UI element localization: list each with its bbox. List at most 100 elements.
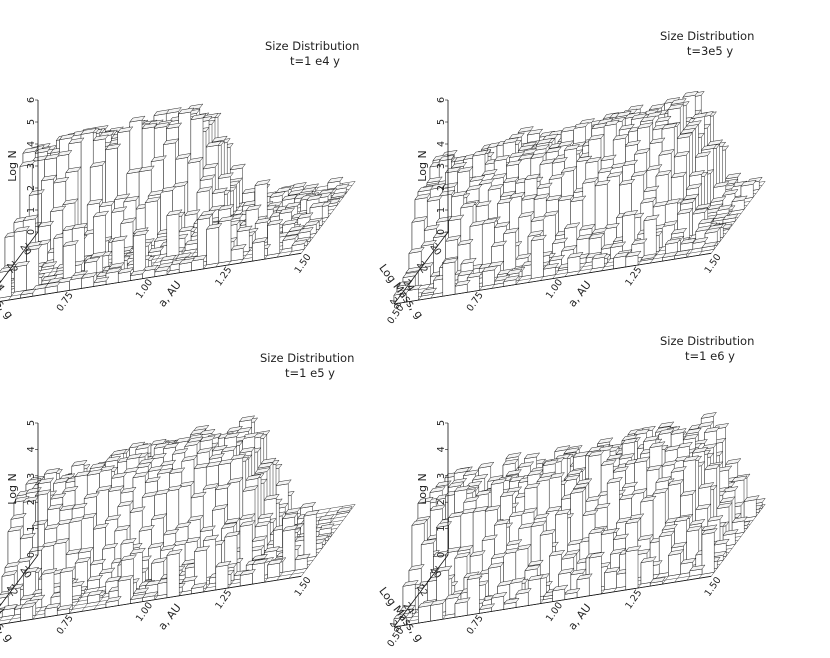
bar xyxy=(13,260,31,293)
x-tick-label: 0.75 xyxy=(465,613,486,637)
y-tick-label: 24 xyxy=(0,277,6,293)
bars xyxy=(393,412,766,628)
x-tick-label: 0.50 xyxy=(385,303,406,327)
x-tick-label: 1.25 xyxy=(213,265,234,289)
x-tick-label: 1.00 xyxy=(134,600,155,624)
z-axis-label: Log N xyxy=(416,150,429,181)
bar xyxy=(178,257,195,274)
bar xyxy=(282,524,299,573)
bar xyxy=(206,223,223,266)
z-axis-label: Log N xyxy=(6,473,19,504)
z-tick-label: 3 xyxy=(26,163,37,169)
bars xyxy=(0,415,353,622)
bar xyxy=(567,251,584,274)
chart-title: Size Distribution xyxy=(660,334,754,348)
bar xyxy=(291,239,308,252)
bar xyxy=(117,267,134,284)
bar xyxy=(218,215,235,264)
z-tick-label: 6 xyxy=(436,97,447,103)
z-tick-label: 0 xyxy=(436,552,447,558)
bar xyxy=(117,574,134,607)
bar xyxy=(0,607,6,618)
z-tick-label: 1 xyxy=(26,207,37,213)
bar xyxy=(1,603,18,618)
z-axis-label: Log N xyxy=(416,473,429,504)
x-tick-label: 1.25 xyxy=(623,588,644,612)
x-tick-label: 0.75 xyxy=(55,613,76,637)
z-tick-label: 5 xyxy=(436,119,447,125)
bar xyxy=(661,251,679,262)
chart-subtitle: t=1 e4 y xyxy=(290,54,340,68)
bar xyxy=(303,509,320,559)
x-axis-label: a, AU xyxy=(566,601,594,632)
chart-subtitle: t=1 e5 y xyxy=(285,366,335,380)
bar xyxy=(481,265,499,288)
z-tick-label: 3 xyxy=(26,473,37,479)
bar xyxy=(132,229,150,278)
z-tick-label: 4 xyxy=(26,446,37,452)
x-axis-label: a, AU xyxy=(156,278,184,309)
bar xyxy=(105,596,122,609)
bar xyxy=(282,218,299,236)
bar xyxy=(609,241,627,260)
bar xyxy=(442,257,459,297)
chart-title: Size Distribution xyxy=(260,351,354,365)
bar xyxy=(251,236,269,262)
x-tick-label: 1.50 xyxy=(703,252,724,276)
bar xyxy=(92,210,110,260)
x-tick-label: 1.00 xyxy=(544,600,565,624)
bar xyxy=(267,558,284,579)
bar xyxy=(0,284,3,289)
bar xyxy=(294,553,311,571)
z-tick-label: 4 xyxy=(436,141,447,147)
z-tick-label: 5 xyxy=(26,420,37,426)
bar xyxy=(166,549,183,599)
chart-title: Size Distribution xyxy=(660,29,754,43)
x-tick-label: 0.75 xyxy=(55,290,76,314)
bar xyxy=(503,227,520,274)
bar xyxy=(640,253,657,262)
bar xyxy=(454,279,471,295)
z-tick-label: 0 xyxy=(26,552,37,558)
x-tick-label: 1.50 xyxy=(293,252,314,276)
bar xyxy=(613,251,630,270)
bars xyxy=(0,103,350,299)
bar xyxy=(166,209,183,262)
x-tick-label: 1.25 xyxy=(213,588,234,612)
x-tick-label: 1.25 xyxy=(623,265,644,289)
bar xyxy=(86,574,104,591)
x-tick-label: 0.50 xyxy=(385,626,406,650)
chart-title: Size Distribution xyxy=(265,39,359,53)
bar xyxy=(591,252,608,270)
z-tick-label: 1 xyxy=(26,526,37,532)
bar xyxy=(554,508,572,585)
x-tick-label: 1.00 xyxy=(544,277,565,301)
z-tick-label: 3 xyxy=(436,473,447,479)
bar xyxy=(530,234,547,280)
bar xyxy=(643,214,660,258)
bar xyxy=(239,569,256,587)
bar xyxy=(44,281,61,295)
z-tick-label: 2 xyxy=(436,499,447,505)
x-tick-label: 1.50 xyxy=(703,575,724,599)
z-tick-label: 4 xyxy=(26,141,37,147)
z-tick-label: 3 xyxy=(436,163,447,169)
bar xyxy=(81,272,98,290)
z-tick-label: 5 xyxy=(26,119,37,125)
x-axis-label: a, AU xyxy=(566,278,594,309)
bar xyxy=(722,213,739,224)
bar xyxy=(251,558,269,585)
bar xyxy=(230,243,247,262)
z-tick-label: 5 xyxy=(436,420,447,426)
z-tick-label: 4 xyxy=(436,446,447,452)
bar xyxy=(420,287,438,297)
bar xyxy=(318,514,335,525)
bar xyxy=(87,589,104,605)
bar xyxy=(692,237,709,250)
chart-subtitle: t=1 e6 y xyxy=(685,349,735,363)
